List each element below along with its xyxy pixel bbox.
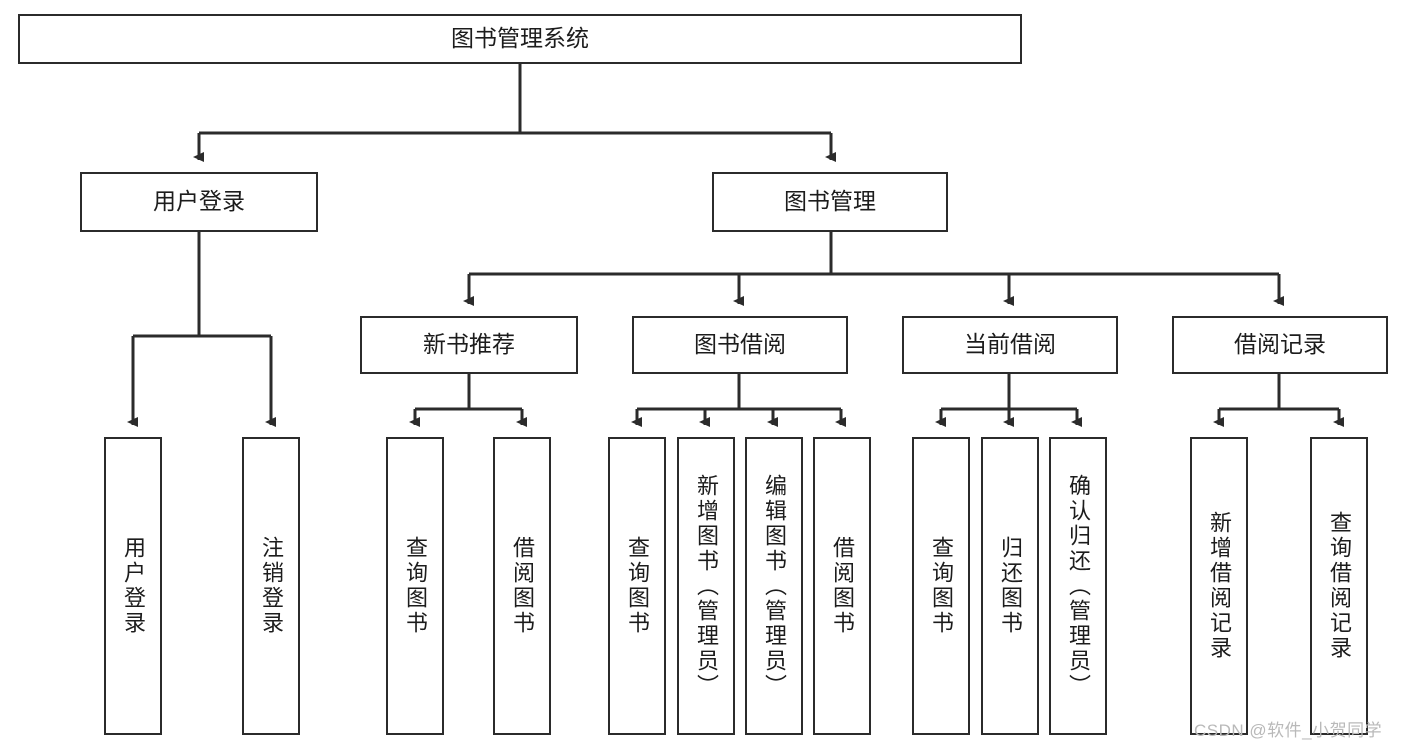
node-label: 查询图书 (625, 536, 650, 636)
node-label: 图书管理 (784, 188, 876, 215)
node-label: 编辑图书（管理员） (762, 473, 787, 699)
leaf-query-books-current[interactable]: 查询图书 (912, 437, 970, 735)
node-borrowing-records[interactable]: 借阅记录 (1172, 316, 1388, 374)
leaf-user-login[interactable]: 用户登录 (104, 437, 162, 735)
leaf-logout[interactable]: 注销登录 (242, 437, 300, 735)
node-user-login[interactable]: 用户登录 (80, 172, 318, 232)
node-label: 查询图书 (929, 536, 954, 636)
leaf-borrow-books-recommendation[interactable]: 借阅图书 (493, 437, 551, 735)
node-label: 注销登录 (259, 536, 284, 636)
node-label: 新增借阅记录 (1207, 511, 1232, 661)
leaf-add-borrowing-record[interactable]: 新增借阅记录 (1190, 437, 1248, 735)
node-label: 图书管理系统 (451, 25, 589, 52)
node-label: 归还图书 (998, 536, 1023, 636)
leaf-confirm-return-admin[interactable]: 确认归还（管理员） (1049, 437, 1107, 735)
node-label: 用户登录 (153, 188, 245, 215)
leaf-query-books-borrowing[interactable]: 查询图书 (608, 437, 666, 735)
node-label: 确认归还（管理员） (1066, 473, 1091, 699)
node-book-borrowing[interactable]: 图书借阅 (632, 316, 848, 374)
node-label: 借阅图书 (830, 536, 855, 636)
leaf-query-borrowing-record[interactable]: 查询借阅记录 (1310, 437, 1368, 735)
leaf-query-books-recommendation[interactable]: 查询图书 (386, 437, 444, 735)
node-label: 当前借阅 (964, 331, 1056, 358)
node-book-management[interactable]: 图书管理 (712, 172, 948, 232)
leaf-borrow-books-borrowing[interactable]: 借阅图书 (813, 437, 871, 735)
node-current-borrowing[interactable]: 当前借阅 (902, 316, 1118, 374)
leaf-add-book-admin[interactable]: 新增图书（管理员） (677, 437, 735, 735)
node-label: 新书推荐 (423, 331, 515, 358)
node-label: 借阅记录 (1234, 331, 1326, 358)
leaf-return-books[interactable]: 归还图书 (981, 437, 1039, 735)
node-root-book-management-system[interactable]: 图书管理系统 (18, 14, 1022, 64)
node-label: 借阅图书 (510, 536, 535, 636)
leaf-edit-book-admin[interactable]: 编辑图书（管理员） (745, 437, 803, 735)
node-label: 用户登录 (121, 536, 146, 636)
node-label: 图书借阅 (694, 331, 786, 358)
node-label: 新增图书（管理员） (694, 473, 719, 699)
node-label: 查询图书 (403, 536, 428, 636)
node-label: 查询借阅记录 (1327, 511, 1352, 661)
node-new-book-recommendation[interactable]: 新书推荐 (360, 316, 578, 374)
